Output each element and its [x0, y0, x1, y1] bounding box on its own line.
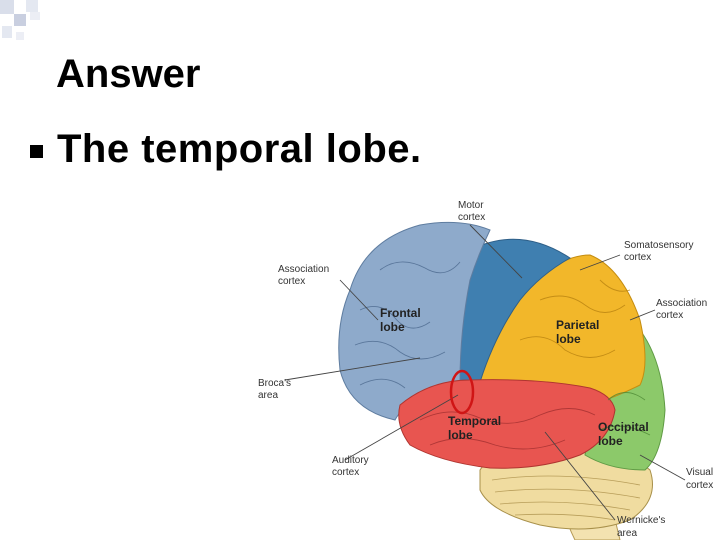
- label-temporal-1: Temporal: [448, 414, 501, 428]
- label-somatosensory-1: Somatosensory: [624, 240, 693, 251]
- label-association-left-2: cortex: [278, 276, 305, 287]
- label-parietal-2: lobe: [556, 332, 581, 346]
- label-association-left-1: Association: [278, 264, 329, 275]
- label-occipital-2: lobe: [598, 434, 623, 448]
- bullet-square-icon: [30, 145, 43, 158]
- label-association-right-1: Association: [656, 298, 707, 309]
- label-somatosensory-2: cortex: [624, 252, 651, 263]
- label-auditory-1: Auditory: [332, 455, 369, 466]
- label-frontal-2: lobe: [380, 320, 405, 334]
- label-visual-2: cortex: [686, 480, 713, 491]
- label-wernickes-2: area: [617, 528, 637, 539]
- label-brocas-1: Broca's: [258, 378, 291, 389]
- frontal-lobe: [338, 221, 491, 421]
- auditory-cortex-highlight: [449, 369, 475, 415]
- label-visual-1: Visual: [686, 467, 713, 478]
- bullet-text: The temporal lobe.: [57, 127, 422, 171]
- label-brocas-2: area: [258, 390, 278, 401]
- label-parietal-1: Parietal: [556, 318, 599, 332]
- bullet-item: The temporal lobe.: [30, 127, 422, 172]
- label-auditory-2: cortex: [332, 467, 359, 478]
- slide-title: Answer: [56, 52, 201, 96]
- label-motor-1: Motor: [458, 200, 484, 211]
- label-association-right-2: cortex: [656, 310, 683, 321]
- label-wernickes-1: Wernicke's: [617, 515, 665, 526]
- label-motor-2: cortex: [458, 212, 485, 223]
- corner-decoration: [0, 0, 40, 40]
- label-frontal-1: Frontal: [380, 306, 421, 320]
- label-temporal-2: lobe: [448, 428, 473, 442]
- label-occipital-1: Occipital: [598, 420, 649, 434]
